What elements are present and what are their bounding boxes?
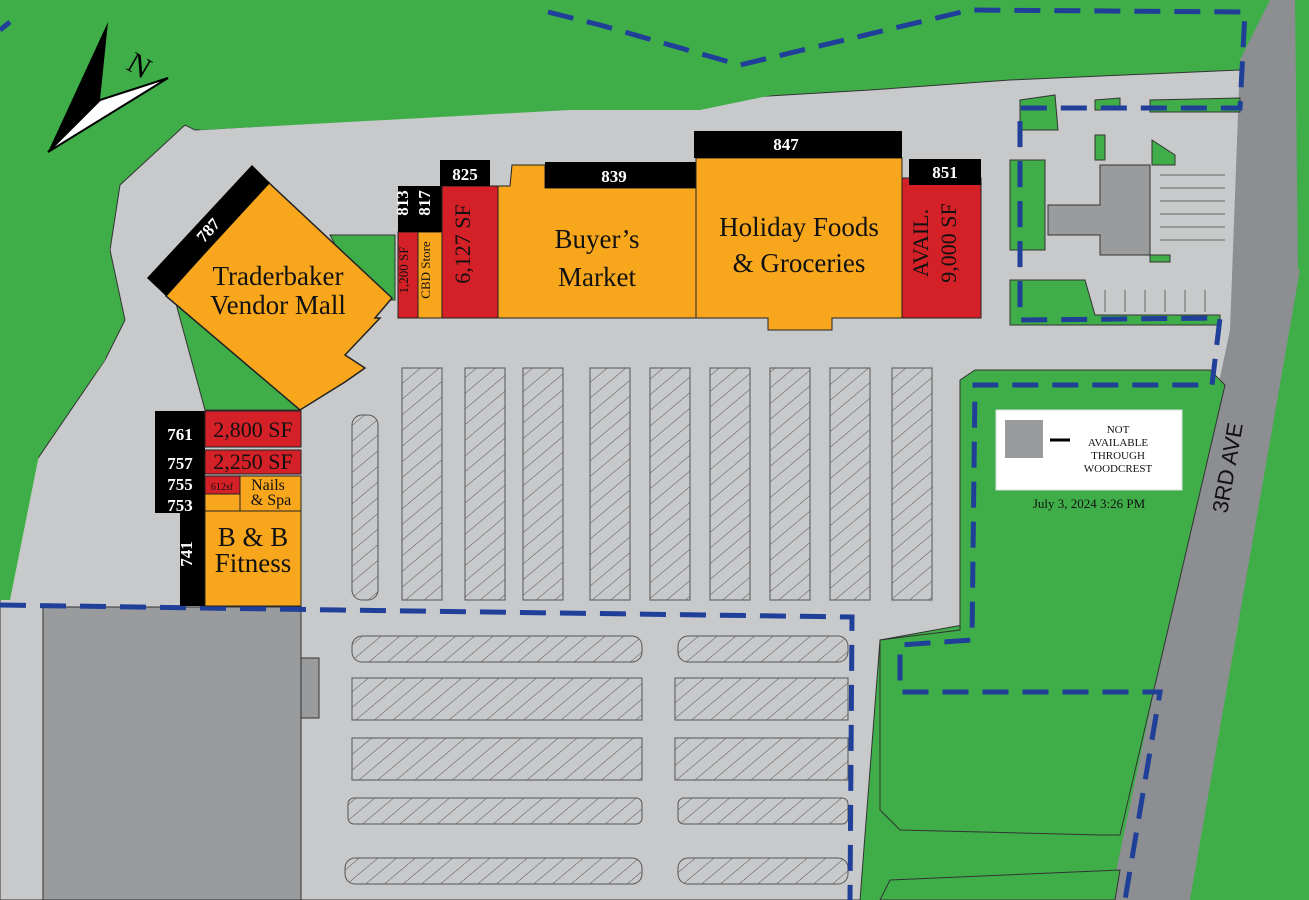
west-strip-tag-column <box>155 411 205 513</box>
legend-line4: WOODCREST <box>1084 463 1153 475</box>
unit-839-number: 839 <box>601 167 627 186</box>
unit-847-tag <box>694 131 902 158</box>
parking-rows-north <box>351 367 933 601</box>
unit-787-name-line2: Vendor Mall <box>210 290 346 320</box>
unit-741[interactable]: 741 B & B Fitness <box>177 510 302 607</box>
unit-813-number: 813 <box>393 190 412 216</box>
unit-825-number: 825 <box>452 165 478 184</box>
unit-757[interactable]: 757 2,250 SF <box>167 449 302 475</box>
unit-851-size-line1: AVAIL. <box>908 209 933 277</box>
unit-787[interactable]: 787 Traderbaker Vendor Mall <box>147 165 394 411</box>
unit-741-number: 741 <box>177 541 196 567</box>
unit-839-name-line1: Buyer’s <box>555 224 640 254</box>
unit-813[interactable]: 813 1,200 SF <box>393 186 419 319</box>
legend-line3: THROUGH <box>1091 450 1145 462</box>
unit-753[interactable]: 753 Nails & Spa <box>167 475 302 515</box>
unit-755[interactable]: 755 612sf <box>167 475 241 495</box>
property-boundary <box>0 7 1248 900</box>
outparcel-parking-stalls <box>1104 174 1225 312</box>
grass-right-edge <box>1190 270 1309 900</box>
unit-817-tag <box>418 186 442 232</box>
unit-757-number: 757 <box>167 454 193 473</box>
unit-851-size-line2: 9,000 SF <box>936 203 961 282</box>
unit-817[interactable]: 817 CBD Store <box>415 186 443 319</box>
outparcel-grass-curb <box>1094 134 1176 263</box>
unit-817-building <box>417 231 443 319</box>
unit-741-building <box>204 510 302 607</box>
unit-839-name-line2: Market <box>558 262 636 292</box>
unit-753-building-lower <box>204 493 241 512</box>
unit-825-size: 6,127 SF <box>450 204 475 283</box>
unit-825-building <box>441 185 499 319</box>
outparcel-pad-grass-bottom <box>1009 279 1221 326</box>
unit-817-number: 817 <box>415 190 434 216</box>
map-timestamp: July 3, 2024 3:26 PM <box>1033 496 1146 511</box>
unit-755-size: 612sf <box>211 482 234 493</box>
unit-757-size: 2,250 SF <box>213 449 292 474</box>
grass-area-southeast <box>879 869 1121 900</box>
unit-813-tag <box>398 186 418 232</box>
unit-753-name-line1: Nails <box>251 477 285 494</box>
parking-rows-south <box>344 635 849 885</box>
unit-761[interactable]: 761 2,800 SF <box>167 410 302 448</box>
unit-813-size: 1,200 SF <box>396 247 411 294</box>
unit-825-tag <box>440 160 490 186</box>
unit-741-name-line2: Fitness <box>215 548 292 578</box>
outparcel-pad-grass-left <box>1009 159 1046 251</box>
grass-strip-left <box>0 260 120 600</box>
unit-741-tag <box>180 513 205 606</box>
unit-851-tag <box>909 159 981 185</box>
unit-761-size: 2,800 SF <box>213 417 292 442</box>
grass-strip-upper <box>0 0 1270 470</box>
unit-847-building <box>695 157 903 331</box>
loading-dock <box>300 657 320 719</box>
unit-753-name-line2: & Spa <box>251 492 291 509</box>
gray-square-icon <box>1005 420 1043 458</box>
unit-755-number: 755 <box>167 475 193 494</box>
unit-825[interactable]: 825 6,127 SF <box>440 160 499 319</box>
unit-839[interactable]: 839 Buyer’s Market <box>497 162 697 319</box>
legend-box: NOT AVAILABLE THROUGH WOODCREST <box>995 409 1183 491</box>
legend-line1: NOT <box>1107 424 1130 436</box>
unit-761-building <box>204 410 302 448</box>
unit-851[interactable]: 851 AVAIL. 9,000 SF <box>901 159 982 319</box>
unit-741-name-line1: B & B <box>218 522 289 552</box>
unit-839-tag <box>545 162 696 188</box>
unit-847-name-line2: & Groceries <box>733 248 866 278</box>
unit-851-number: 851 <box>932 163 958 182</box>
unit-757-building <box>204 449 302 475</box>
unit-847-number: 847 <box>773 135 799 154</box>
unit-753-number: 753 <box>167 496 193 515</box>
outparcel-pad-grass-top <box>1019 94 1059 131</box>
outparcel-building <box>1047 164 1151 256</box>
legend-line2: AVAILABLE <box>1088 437 1148 449</box>
unit-847[interactable]: 847 Holiday Foods & Groceries <box>694 131 903 331</box>
unit-787-tag <box>147 165 270 296</box>
unit-847-name-line1: Holiday Foods <box>719 212 879 242</box>
grass-right-top <box>1295 0 1309 270</box>
unit-787-building <box>164 180 394 411</box>
not-available-building-southwest <box>42 606 302 900</box>
unit-753-building <box>239 475 302 512</box>
unit-787-name-line1: Traderbaker <box>213 261 344 291</box>
unit-761-number: 761 <box>167 425 193 444</box>
unit-817-name: CBD Store <box>418 241 433 299</box>
